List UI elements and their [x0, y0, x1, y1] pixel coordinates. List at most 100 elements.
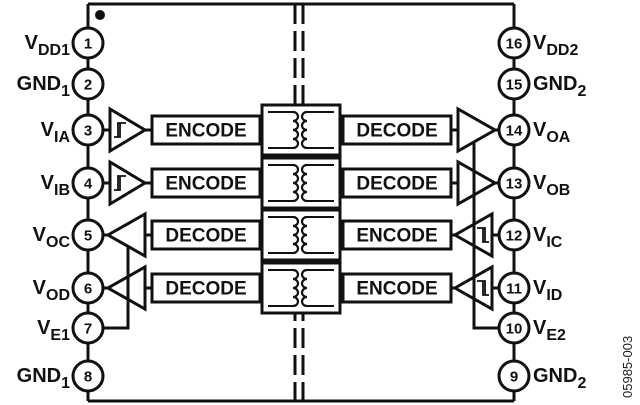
- pin-subscript: 1: [61, 83, 70, 100]
- pin-circle: [497, 359, 531, 393]
- pin-14: 14 VOA: [497, 113, 571, 147]
- pin-label: GND1: [17, 365, 70, 392]
- pin-subscript: ID: [546, 287, 562, 304]
- pin-name: V: [41, 172, 55, 194]
- transformer-coil-icon: [292, 163, 300, 203]
- left-block-label: ENCODE: [165, 174, 246, 195]
- pin-label: VIA: [41, 119, 71, 146]
- pin-label: VE2: [533, 317, 566, 344]
- pin-name: GND: [17, 365, 61, 387]
- pin-label: VOB: [533, 172, 570, 199]
- schmitt-trigger-icon: [114, 122, 126, 138]
- pin-subscript: 2: [577, 375, 586, 392]
- pin-number: 5: [84, 228, 92, 245]
- pin-13: 13 VOB: [497, 166, 570, 200]
- pin-circle: [71, 271, 105, 305]
- right-block-label: DECODE: [356, 121, 437, 142]
- left-decode-block: [150, 219, 262, 251]
- pin-label: VIC: [533, 224, 563, 251]
- transformer-coil-icon: [300, 215, 308, 255]
- pin-label: VOD: [33, 277, 70, 304]
- left-block-label: DECODE: [165, 226, 246, 247]
- pin-circle: [497, 166, 531, 200]
- pin-circle: [71, 26, 105, 60]
- pin-name: V: [533, 32, 547, 54]
- enable-line-ve1: [103, 247, 130, 330]
- pin-label: VDD1: [25, 32, 70, 59]
- pin-subscript: 1: [61, 375, 70, 392]
- pin-3: 3 VIA: [41, 113, 105, 147]
- left-encode-block: [150, 114, 262, 146]
- pin-number: 3: [84, 123, 92, 140]
- pin-circle: [71, 166, 105, 200]
- pin-name: GND: [533, 365, 577, 387]
- pin-number: 4: [84, 176, 93, 193]
- pin-subscript: IC: [546, 234, 562, 251]
- pin-10: 10 VE2: [497, 311, 566, 345]
- channel-a: ENCODE DECODE: [108, 103, 499, 157]
- transformer-box: [260, 103, 342, 157]
- pin-number: 6: [84, 281, 92, 298]
- right-block-label: DECODE: [356, 174, 437, 195]
- pin-label: VID: [533, 277, 562, 304]
- pin-subscript: OB: [546, 182, 570, 199]
- pin-label: VIB: [41, 172, 70, 199]
- pin-6: 6 VOD: [33, 271, 105, 305]
- pin-number: 10: [506, 321, 523, 338]
- pin-label: VOC: [33, 224, 71, 251]
- pin-circle: [71, 218, 105, 252]
- pin-subscript: OC: [46, 234, 70, 251]
- pin-4: 4 VIB: [41, 166, 105, 200]
- pin-number: 7: [84, 321, 92, 338]
- output-buffer-triangle: [456, 159, 499, 207]
- input-buffer-triangle: [108, 106, 148, 154]
- pin-label: VE1: [37, 317, 70, 344]
- pin-number: 1: [84, 36, 92, 53]
- transformer-coil-icon: [292, 268, 300, 308]
- pin-circle: [497, 218, 531, 252]
- pin-subscript: OD: [46, 287, 70, 304]
- pin-circle: [71, 311, 105, 345]
- pin-number: 16: [506, 36, 523, 53]
- input-buffer-triangle: [108, 159, 148, 207]
- pin-label: GND2: [533, 73, 586, 100]
- transformer-coil-icon: [292, 110, 300, 150]
- left-block-label: ENCODE: [165, 121, 246, 142]
- transformer-coil-icon: [300, 110, 308, 150]
- right-block-label: ENCODE: [356, 226, 437, 247]
- pin-7: 7 VE1: [37, 311, 105, 345]
- pin-number: 15: [506, 77, 523, 94]
- pin-number: 9: [510, 369, 518, 386]
- pin-16: 16 VDD2: [497, 26, 578, 60]
- pin-name: V: [533, 172, 547, 194]
- figure-id: 05985-003: [620, 336, 635, 398]
- pin-9: 9 GND2: [497, 359, 586, 393]
- transformer-coil-icon: [300, 268, 308, 308]
- pin-5: 5 VOC: [33, 218, 105, 252]
- pin-number: 14: [506, 123, 523, 140]
- pin-subscript: DD1: [38, 42, 70, 59]
- pin-circle: [497, 311, 531, 345]
- pin-number: 8: [84, 369, 92, 386]
- pin-label: GND2: [533, 365, 586, 392]
- schmitt-trigger-icon: [114, 175, 126, 191]
- pin-label: VDD2: [533, 32, 578, 59]
- pin-circle: [497, 26, 531, 60]
- pin-subscript: E1: [50, 327, 70, 344]
- pin-name: V: [25, 32, 39, 54]
- pin-name: GND: [533, 73, 577, 95]
- pin-circle: [71, 359, 105, 393]
- right-decode-block: [341, 167, 453, 199]
- pin-subscript: DD2: [546, 42, 578, 59]
- pin-number: 13: [506, 176, 523, 193]
- pin-subscript: 2: [577, 83, 586, 100]
- enable-line-ve2: [472, 142, 499, 330]
- pin-label: VOA: [533, 119, 571, 146]
- left-block-label: DECODE: [165, 279, 246, 300]
- output-buffer-triangle: [456, 106, 499, 154]
- pin-number: 12: [506, 228, 523, 245]
